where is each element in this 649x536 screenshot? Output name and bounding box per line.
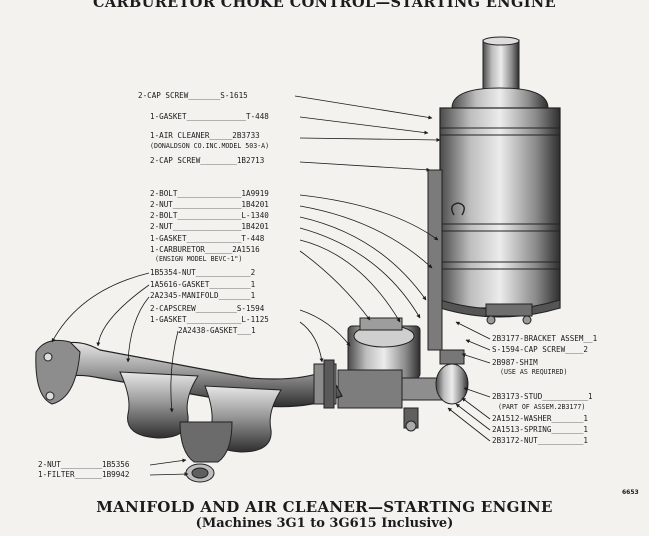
part-label: (DONALDSON CO.INC.MODEL 503-A) xyxy=(150,142,269,150)
part-label: 2-BOLT______________1A9919 xyxy=(150,189,269,198)
leader-lines xyxy=(51,95,491,477)
part-label: 2B3177-BRACKET ASSEM__1 xyxy=(492,334,598,343)
part-label: 1B5354-NUT____________2 xyxy=(150,268,255,277)
bottom-subtitle: (Machines 3G1 to 3G615 Inclusive) xyxy=(195,516,454,531)
part-label: 2-NUT_________1B5356 xyxy=(38,460,130,469)
part-label: (PART OF ASSEM.2B3177) xyxy=(498,403,585,411)
part-label: 2B3173-STUD__________1 xyxy=(492,392,593,401)
part-label: 1A5616-GASKET_________1 xyxy=(150,280,256,289)
part-label: 2A1513-SPRING_______1 xyxy=(492,425,588,434)
part-label: 1-CARBURETOR______2A1516 xyxy=(150,245,260,254)
part-label: 1-GASKET____________T-448 xyxy=(150,234,265,243)
part-label: 2A1512-WASHER_______1 xyxy=(492,414,588,423)
part-label: 2-CAPSCREW_________S-1594 xyxy=(150,304,265,313)
part-label: 2B3172-NUT__________1 xyxy=(492,436,588,445)
figure-number: 6653 xyxy=(622,489,639,496)
part-label: 2-CAP SCREW_______S-1615 xyxy=(138,91,248,100)
part-label: 2B987-SHIM xyxy=(492,358,538,367)
intake-manifold xyxy=(35,339,343,463)
carburetor xyxy=(337,317,469,432)
top-title: CARBURETOR CHOKE CONTROL—STARTING ENGINE xyxy=(92,0,557,11)
part-label: S-1594-CAP SCREW____2 xyxy=(492,345,588,354)
part-label: 2A2345-MANIFOLD_______1 xyxy=(150,291,256,300)
part-label: 2-CAP SCREW________1B2713 xyxy=(150,156,264,165)
part-label: 2A2438-GASKET___1 xyxy=(178,326,256,335)
part-label: 2-BOLT______________L-1340 xyxy=(150,211,269,220)
part-label: 2-NUT_______________1B4201 xyxy=(150,222,269,231)
part-label: (ENSIGN MODEL BEVC-1") xyxy=(155,255,242,263)
part-label: 2-NUT_______________1B4201 xyxy=(150,200,269,209)
part-label: 1-AIR CLEANER_____2B3733 xyxy=(150,131,260,140)
bottom-title: MANIFOLD AND AIR CLEANER—STARTING ENGINE xyxy=(96,498,553,516)
part-label: (USE AS REQUIRED) xyxy=(500,368,568,376)
filter xyxy=(185,463,215,483)
part-label: 1-FILTER______1B9942 xyxy=(38,470,129,479)
part-label: 1-GASKET____________L-1125 xyxy=(150,315,269,324)
right-part-labels: 2B3177-BRACKET ASSEM__1 S-1594-CAP SCREW… xyxy=(492,334,598,445)
left-part-labels: 2-CAP SCREW_______S-1615 1-GASKET_______… xyxy=(38,91,269,479)
air-cleaner xyxy=(427,36,561,351)
part-label: 1-GASKET_____________T-448 xyxy=(150,112,269,121)
